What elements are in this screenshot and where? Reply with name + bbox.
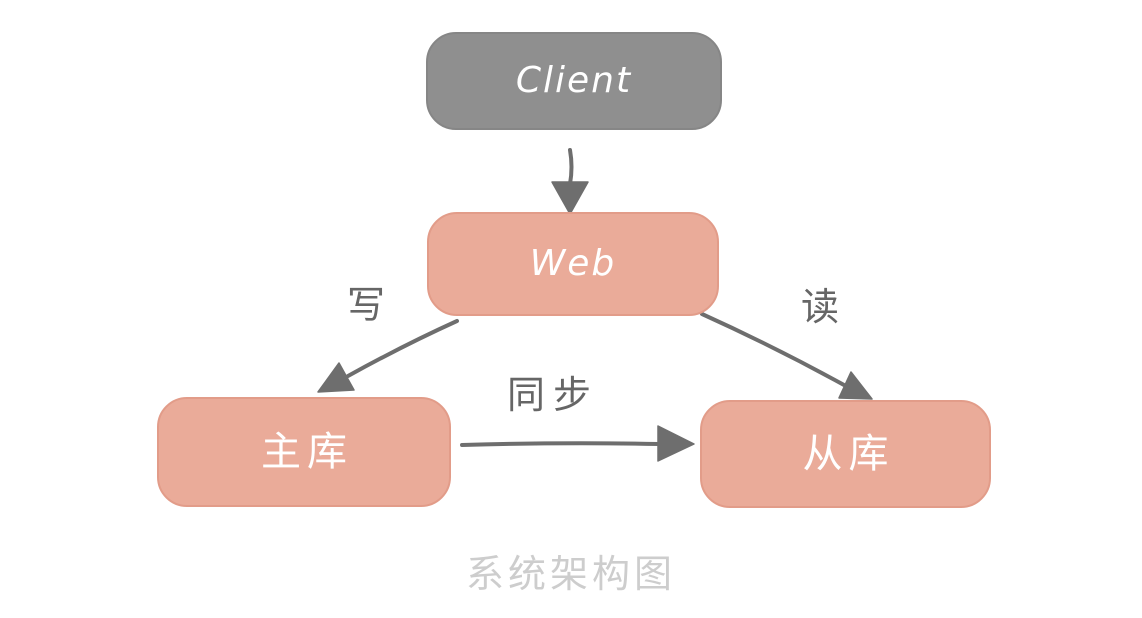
node-master-db-label: 主库 <box>261 429 353 475</box>
node-client: Client <box>426 32 722 130</box>
arrow-web-to-master <box>317 319 459 393</box>
node-slave-db: 从库 <box>700 400 991 508</box>
arrow-web-to-slave <box>700 312 873 400</box>
edge-label-write: 写 <box>346 283 385 327</box>
node-master-db: 主库 <box>157 397 451 507</box>
arrow-client-to-web <box>551 148 589 215</box>
diagram-title: 系统架构图 <box>465 552 676 596</box>
arrow-master-to-slave <box>460 425 695 462</box>
edge-label-sync: 同步 <box>506 373 599 417</box>
node-client-label: Client <box>515 60 633 101</box>
node-web: Web <box>427 212 719 316</box>
node-slave-db-label: 从库 <box>802 431 895 477</box>
node-web-label: Web <box>529 243 617 284</box>
edge-label-read: 读 <box>800 285 839 329</box>
